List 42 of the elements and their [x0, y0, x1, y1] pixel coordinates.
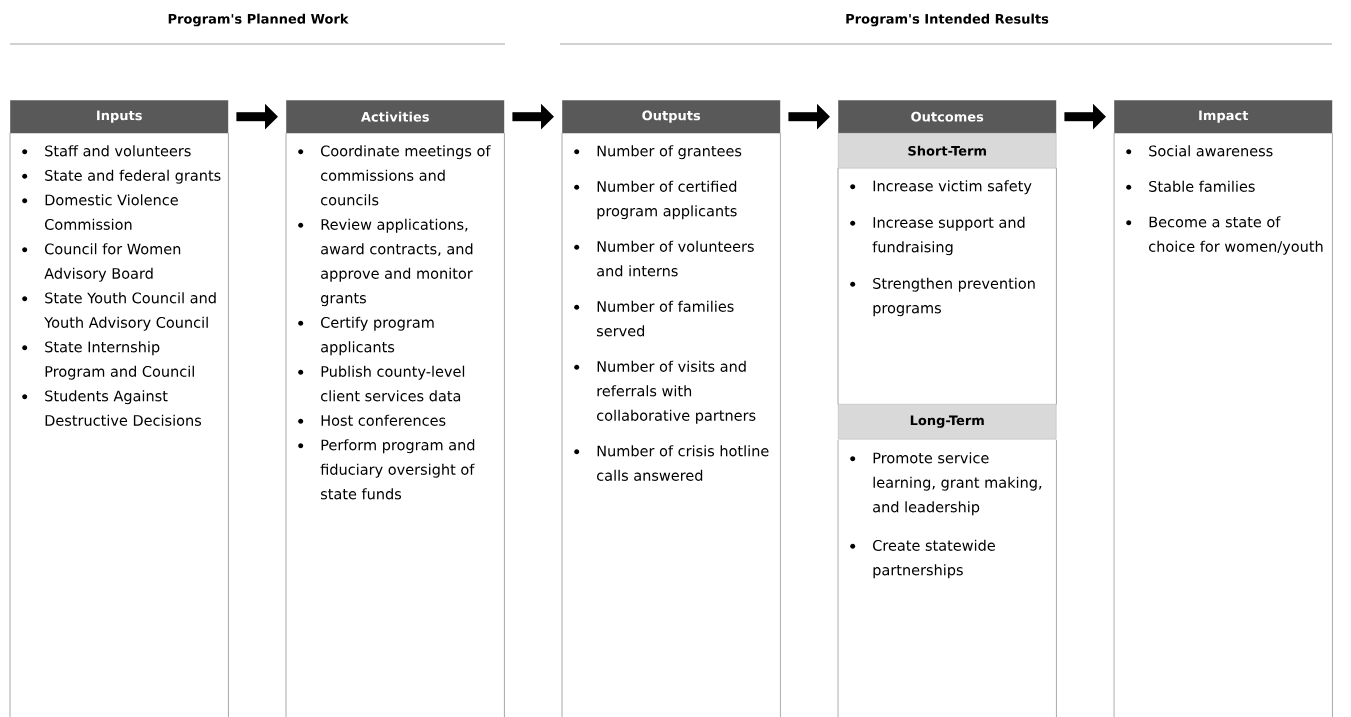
node-label: Strengthen prevention programs [873, 277, 1035, 317]
bullet-list: Coordinate meetings of commissions and councils Review applications, award contracts, and approve and monitor grants Certify program applicants Publish county-level client services data Host conferences Perform program and fiduciary oversight of state funds [285, 132, 505, 717]
section-heading: Program's Intended Results [846, 13, 1049, 27]
column-header: Inputs [10, 100, 229, 134]
node-label: Publish county-level client services data [321, 365, 465, 402]
node-label: Create statewide partnerships [873, 539, 995, 579]
column-header: Impact [1114, 100, 1333, 134]
node-label: Review applications, award contracts, and approve and monitor grants [321, 218, 473, 307]
node-label: Number of grantees [597, 145, 742, 160]
node-label: Number of volunteers and interns [597, 240, 754, 277]
node-label: Promote service learning, grant making, and leadership [873, 452, 1042, 516]
node-label: Increase support and fundraising [872, 216, 1025, 256]
node-label: Increase victim safety [873, 180, 1032, 195]
node-label: Host conferences [321, 414, 446, 426]
column-header: Activities [286, 100, 505, 134]
node-label: State Internship Program and Council [45, 341, 194, 380]
column-header: Outcomes [838, 100, 1057, 134]
node-label: Number of families served [596, 300, 734, 337]
node-label: Students Against Destructive Decisions [45, 390, 202, 426]
node-label: State Youth Council and Youth Advisory Council [44, 292, 216, 331]
node-label: Stable families [1149, 180, 1255, 192]
node-label: Perform program and fiduciary oversight of state funds [320, 439, 475, 500]
node-label: Certify program applicants [321, 316, 434, 356]
node-label: Number of visits and referrals with collaborative partners [597, 360, 756, 424]
node-label: Domestic Violence Commission [45, 194, 178, 230]
bullet-list: Staff and volunteers State and federal grants Domestic Violence Commission Council for Women Advisory Board State Youth Council and Youth Advisory Council State Internship Program and Council Students Against Destructive Decisions [9, 132, 229, 717]
node-label: Social awareness [1149, 145, 1273, 157]
node-label: State and federal grants [45, 169, 221, 184]
section-heading: Program's Planned Work [168, 13, 349, 27]
column-header: Outputs [562, 100, 781, 134]
node-label: Council for Women Advisory Board [44, 243, 181, 282]
subheader-box: Long-Term [838, 404, 1057, 440]
bullet-list: Promote service learning, grant making, and leadership Create statewide partnerships [837, 439, 1057, 717]
node-label: Coordinate meetings of commissions and councils [321, 145, 491, 206]
bullet-list: Increase victim safety Increase support and fundraising Strengthen prevention programs [837, 167, 1057, 405]
node-label: Number of certified program applicants [597, 180, 737, 220]
bullet-list: Number of grantees Number of certified program applicants Number of volunteers and interns Number of families served Number of visits and referrals with collaborative partners Number of crisis hotline calls answered [561, 132, 781, 717]
node-label: Staff and volunteers [45, 145, 191, 157]
node-label: Number of crisis hotline calls answered [597, 445, 769, 481]
bullet-list: Social awareness Stable families Become a state of choice for women/youth [1113, 132, 1333, 717]
node-label: Become a state of choice for women/youth [1149, 216, 1323, 255]
subheader-box: Short-Term [838, 133, 1057, 169]
